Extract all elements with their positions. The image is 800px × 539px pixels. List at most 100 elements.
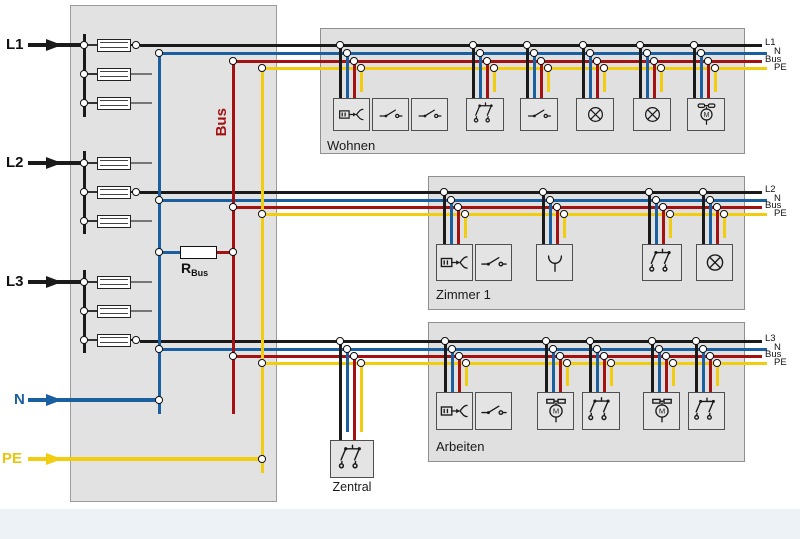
fuse [97,214,131,228]
device-box [696,244,733,281]
junction-dot [357,359,365,367]
drop-wire [359,363,363,432]
fuse [97,156,131,170]
fuse [97,333,131,347]
junction-dot [713,203,721,211]
switch-icon [480,405,507,416]
junction-dot [669,359,677,367]
label-bus-vertical: Bus [212,108,230,137]
junction-dot [607,359,615,367]
junction-dot [469,41,477,49]
junction-dot [448,345,456,353]
junction-dot [523,41,531,49]
junction-dot [229,203,237,211]
drop-wire [661,207,665,246]
device-box [436,392,473,430]
label-line-bus1: Bus [765,54,782,65]
rbus-resistor [180,245,217,259]
junction-dot [657,64,665,72]
junction-dot [155,396,163,404]
two-gang-switch-icon [587,397,610,421]
drop-wire [555,207,559,246]
rbus-wire [216,250,233,254]
two-gang-switch-icon [648,248,671,272]
junction-dot [586,337,594,345]
fuse-branch-wire [84,339,97,341]
drop-wire [352,61,356,100]
device-box [333,98,370,131]
fuse-inner-line [100,47,128,49]
label-line-l2: L2 [765,184,776,195]
wire-pe-run [262,361,767,365]
drop-wire [713,68,717,92]
device-box [576,98,614,131]
drop-wire [657,349,661,394]
junction-dot [350,352,358,360]
junction-dot [711,64,719,72]
junction-dot [699,188,707,196]
drop-wire [539,61,543,100]
fuse-branch-wire [84,73,97,75]
junction-dot [586,49,594,57]
junction-dot [662,352,670,360]
switch-icon [527,109,551,119]
label-n-input: N [14,391,25,408]
device-box [436,244,473,281]
junction-dot [483,57,491,65]
neutral-trunk [157,53,161,414]
wire-neutral-run [159,51,767,55]
device-box [475,244,512,281]
drop-wire [541,192,545,246]
bus-trunk [231,61,235,414]
fuse-branch-wire [84,191,97,193]
junction-dot [690,41,698,49]
junction-dot [659,203,667,211]
drop-wire [701,349,705,394]
label-line-pe1: PE [774,62,787,73]
fuse-stub-wire [131,102,152,104]
drop-wire [463,214,467,238]
fuse-inner-line [100,76,128,78]
junction-dot [336,337,344,345]
drop-wire [654,200,658,246]
footer-strip [0,509,800,539]
wire-phase-run [140,190,762,194]
device-box [582,392,620,430]
junction-dot [643,49,651,57]
junction-dot [454,203,462,211]
wire-pe-run [262,66,767,70]
junction-dot [132,188,140,196]
wire-bus-run [233,205,762,209]
two-gang-switch-icon [473,102,493,123]
junction-dot [461,210,469,218]
fuse-inner-line [100,99,128,101]
junction-dot [692,337,700,345]
junction-dot [80,188,88,196]
arrowhead [46,39,62,51]
drop-wire [708,356,712,394]
fuse [97,275,131,289]
fuse-inner-line [100,278,128,280]
lamp-icon [644,106,660,123]
drop-wire [450,349,454,394]
drop-wire [485,61,489,100]
junction-dot [593,345,601,353]
junction-dot [697,49,705,57]
junction-dot [579,41,587,49]
drop-wire [664,356,668,394]
junction-dot [704,57,712,65]
fuse-stub-wire [131,73,152,75]
junction-dot [476,49,484,57]
junction-dot [258,359,266,367]
junction-dot [600,64,608,72]
bus-coupler-icon [440,256,468,269]
junction-dot [80,336,88,344]
junction-dot [539,188,547,196]
drop-wire [588,53,592,100]
drop-wire [715,207,719,246]
junction-dot [447,196,455,204]
fuse-inner-line [100,307,128,309]
junction-dot [155,345,163,353]
device-box [520,98,558,131]
pe-input-wire [28,457,262,461]
